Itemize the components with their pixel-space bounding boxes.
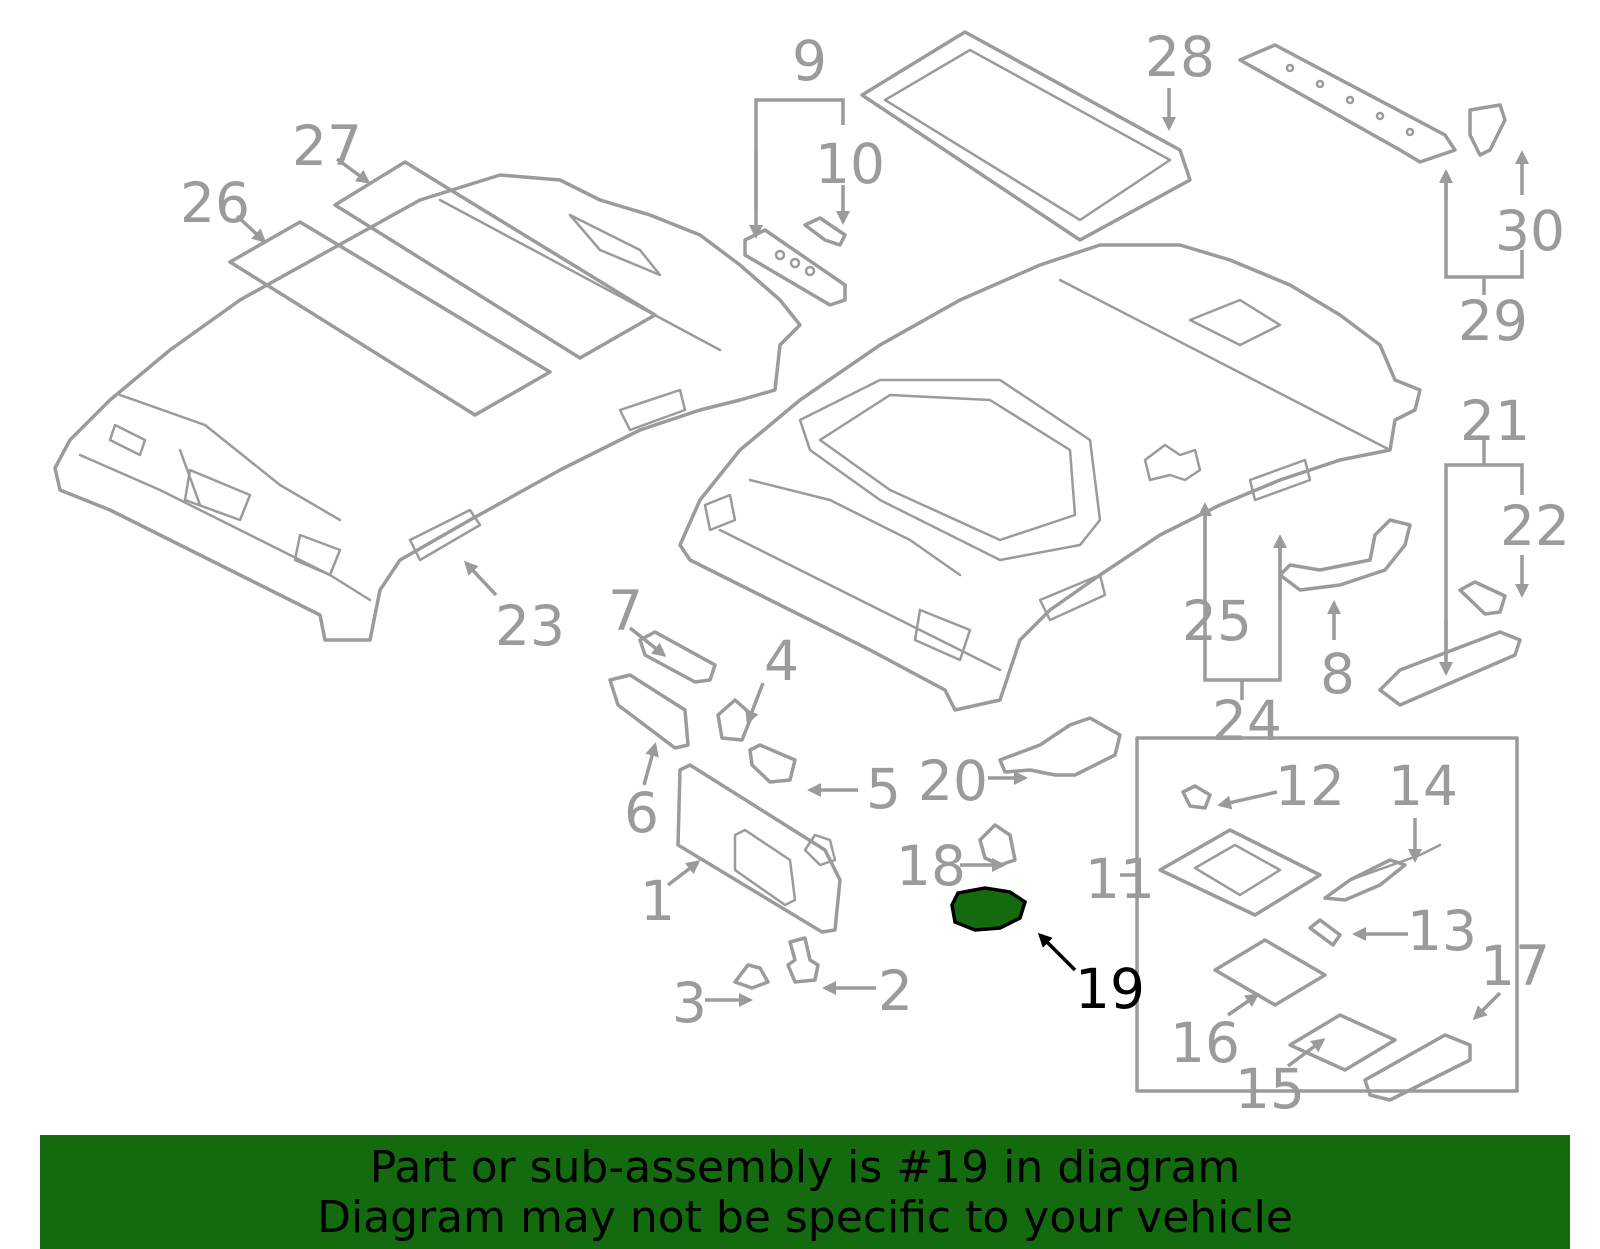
label-4: 4 bbox=[764, 629, 799, 693]
sub-assembly-box-11 bbox=[1135, 736, 1519, 1093]
label-8: 8 bbox=[1320, 642, 1355, 706]
leader-lines bbox=[235, 88, 1529, 1068]
label-1: 1 bbox=[640, 869, 675, 933]
sun-visor-1 bbox=[676, 763, 842, 934]
label-13: 13 bbox=[1407, 899, 1477, 963]
label-15: 15 bbox=[1235, 1057, 1305, 1121]
label-26: 26 bbox=[180, 171, 250, 235]
lamp-21 bbox=[1378, 630, 1522, 707]
label-18: 18 bbox=[896, 834, 966, 898]
label-19: 19 bbox=[1075, 957, 1145, 1021]
label-20: 20 bbox=[918, 749, 988, 813]
label-23: 23 bbox=[495, 594, 565, 658]
headliner-left bbox=[53, 173, 802, 642]
banner-line-2: Diagram may not be specific to your vehi… bbox=[317, 1192, 1293, 1243]
label-3: 3 bbox=[672, 971, 707, 1035]
cover-5 bbox=[748, 743, 797, 784]
label-28: 28 bbox=[1145, 25, 1215, 89]
panel-27 bbox=[333, 160, 657, 360]
callout-labels: 1 2 3 4 5 6 7 8 9 10 11 12 13 14 15 16 1… bbox=[180, 25, 1570, 1121]
info-banner: Part or sub-assembly is #19 in diagram D… bbox=[40, 1135, 1570, 1249]
label-24: 24 bbox=[1212, 689, 1282, 753]
banner-line-1: Part or sub-assembly is #19 in diagram bbox=[369, 1142, 1241, 1193]
switch-20 bbox=[998, 716, 1122, 777]
highlighted-part-19 bbox=[950, 886, 1028, 932]
label-30: 30 bbox=[1495, 199, 1565, 263]
label-12: 12 bbox=[1275, 754, 1345, 818]
part-4 bbox=[716, 698, 754, 742]
label-9: 9 bbox=[792, 29, 827, 93]
clip-3 bbox=[733, 963, 770, 990]
rail-29 bbox=[1238, 43, 1457, 164]
label-14: 14 bbox=[1388, 754, 1458, 818]
label-2: 2 bbox=[878, 959, 913, 1023]
label-16: 16 bbox=[1170, 1011, 1240, 1075]
box-parts bbox=[1158, 784, 1472, 1102]
clip-30 bbox=[1468, 103, 1507, 157]
label-5: 5 bbox=[866, 757, 901, 821]
grab-handle-8 bbox=[1278, 518, 1412, 592]
label-10: 10 bbox=[815, 132, 885, 196]
lamp-9 bbox=[743, 228, 847, 307]
label-7: 7 bbox=[608, 579, 643, 643]
headliner-right bbox=[678, 243, 1422, 712]
label-21: 21 bbox=[1460, 389, 1530, 453]
label-22: 22 bbox=[1500, 494, 1570, 558]
label-6: 6 bbox=[624, 781, 659, 845]
label-27: 27 bbox=[292, 114, 362, 178]
label-25: 25 bbox=[1182, 589, 1252, 653]
panel-26 bbox=[228, 220, 552, 417]
label-29: 29 bbox=[1458, 289, 1528, 353]
label-17: 17 bbox=[1480, 934, 1550, 998]
mirror-6 bbox=[608, 673, 690, 750]
screw-2 bbox=[786, 936, 820, 984]
bracket-25 bbox=[1143, 443, 1202, 482]
label-11: 11 bbox=[1085, 847, 1155, 911]
bulb-10 bbox=[803, 216, 847, 247]
part-18 bbox=[978, 823, 1017, 867]
bulb-22 bbox=[1458, 580, 1507, 616]
sunroof-frame-28 bbox=[860, 30, 1192, 242]
part-7 bbox=[638, 630, 717, 684]
